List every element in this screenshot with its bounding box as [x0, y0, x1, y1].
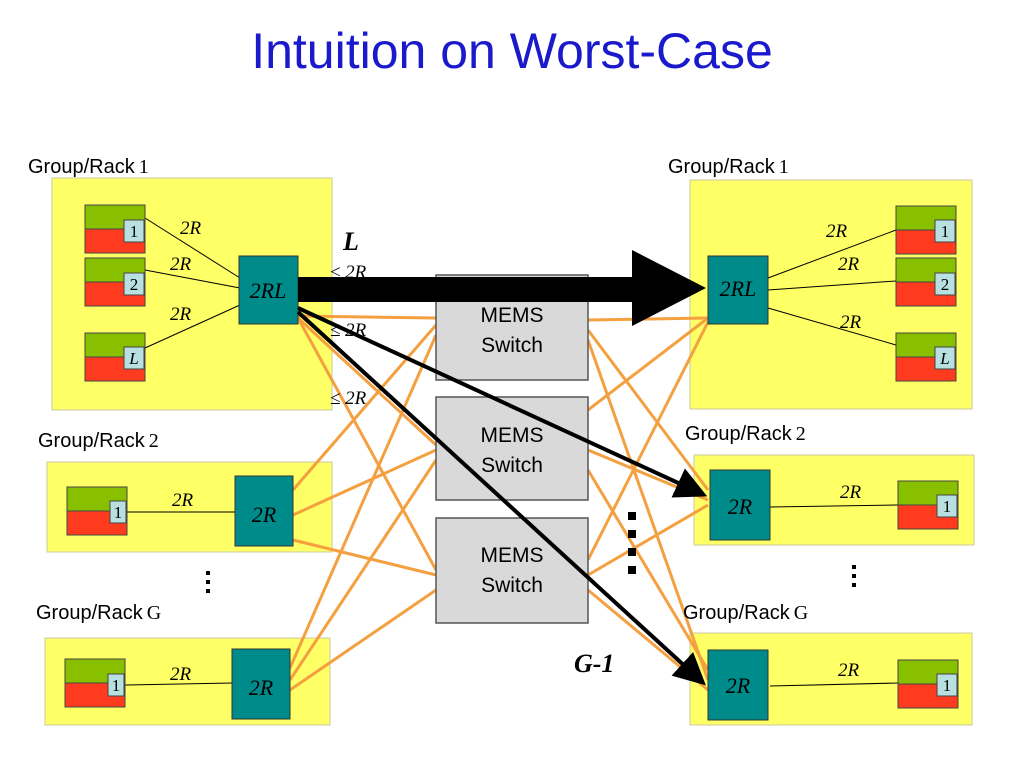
port-label: L: [128, 349, 138, 368]
left-g1-switch: [238, 255, 299, 325]
right-g1-port-1: 1: [895, 205, 957, 255]
port-label: 2: [941, 275, 950, 294]
right-g2-switch-label: 2R: [728, 494, 753, 519]
right-gG-switch: [707, 649, 769, 721]
mems-2-line2: Switch: [481, 454, 543, 477]
rate-label: 2R: [180, 218, 202, 239]
mems-1-line2: Switch: [481, 334, 543, 357]
arrow-to-groupG: [296, 310, 706, 686]
left-g1-port-L: L: [84, 332, 146, 382]
annotation-G-minus-1: G-1: [574, 649, 614, 678]
left-g1-port-1: 1: [84, 204, 146, 254]
port-label: L: [939, 349, 949, 368]
port-label: 1: [130, 222, 139, 241]
annotation-L: L: [342, 227, 359, 256]
right-g2-switch: [709, 469, 771, 541]
port-links: [124, 217, 899, 687]
right-g1-switch: [707, 255, 769, 325]
right-g1-switch-label: 2RL: [720, 276, 757, 301]
arrow-to-group2: [297, 306, 708, 498]
right-gG-port-1: 1: [897, 659, 959, 709]
left-g2-port-1: 1: [66, 486, 128, 536]
mems-switch-3: [435, 517, 589, 624]
left-g2-switch: [234, 475, 294, 547]
right-g1-port-L: L: [895, 332, 957, 382]
rate-label: 2R: [840, 482, 862, 503]
port-label: 1: [943, 497, 952, 516]
ellipsis-right: [852, 565, 856, 587]
mems-1-line1: MEMS: [481, 304, 544, 327]
left-g1-port-2: 2: [84, 257, 146, 307]
bound-label-3: ≤ 2R: [330, 388, 367, 409]
rate-label: 2R: [840, 312, 862, 333]
port-label: 2: [130, 275, 139, 294]
left-g1-switch-label: 2RL: [250, 278, 287, 303]
rate-label: 2R: [172, 490, 194, 511]
right-gG-switch-label: 2R: [726, 673, 751, 698]
port-label: 1: [941, 222, 950, 241]
ellipsis-left: [206, 571, 210, 593]
big-arrow-L: [298, 250, 706, 326]
rate-label: 2R: [170, 664, 192, 685]
rate-label: 2R: [838, 254, 860, 275]
port-label: 1: [112, 676, 121, 695]
rate-label: 2R: [826, 221, 848, 242]
rate-label: 2R: [838, 660, 860, 681]
mems-switch-2: [435, 396, 589, 501]
rate-label: 2R: [170, 304, 192, 325]
ellipsis-center: [628, 512, 636, 574]
slide-title: Intuition on Worst-Case: [251, 23, 773, 79]
mems-3-line1: MEMS: [481, 544, 544, 567]
mems-2-line1: MEMS: [481, 424, 544, 447]
port-label: 1: [943, 676, 952, 695]
right-g2-port-1: 1: [897, 480, 959, 530]
left-g2-switch-label: 2R: [252, 502, 277, 527]
bound-label-2: ≤ 2R: [330, 320, 367, 341]
left-gG-switch: [231, 648, 291, 720]
mems-3-line2: Switch: [481, 574, 543, 597]
left-gG-switch-label: 2R: [249, 675, 274, 700]
left-gG-port-1: 1: [64, 658, 126, 708]
bound-label-1: ≤ 2R: [330, 262, 367, 283]
port-label: 1: [114, 503, 123, 522]
right-g1-port-2: 2: [895, 257, 957, 307]
rate-label: 2R: [170, 254, 192, 275]
